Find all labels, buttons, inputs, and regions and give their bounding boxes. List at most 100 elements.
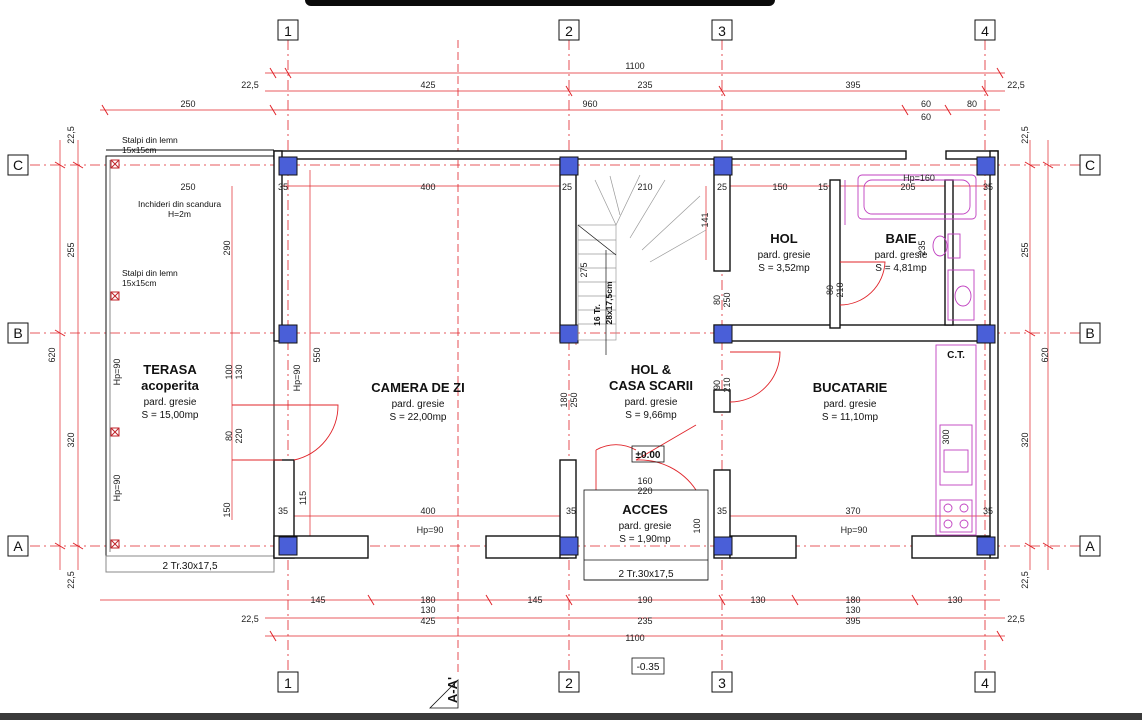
dim-h-150: 150 (222, 502, 232, 517)
note-stairs: 16 Tr. (592, 304, 602, 326)
room-living-name: CAMERA DE ZI (371, 380, 464, 395)
axis-label-top-3: 3 (718, 23, 726, 39)
dim-inner-160: 160 (637, 476, 652, 486)
dim-wall-35b: 35 (983, 182, 993, 192)
room-labels: TERASA acoperita pard. gresie S = 15,00m… (141, 231, 928, 545)
dim-hp-90-terrace-a: Hp=90 (112, 359, 122, 386)
dim-hp-90-living: Hp=90 (292, 365, 302, 392)
dim-bottom-130a: 130 (420, 605, 435, 615)
dim-inner-150: 150 (772, 182, 787, 192)
dim-h-80-210: 80210 (825, 282, 845, 297)
level-zero: ±0.00 (636, 450, 661, 461)
dim-bottom-edge-left: 22,5 (241, 614, 259, 624)
dim-inner-400b: 400 (420, 506, 435, 516)
dim-right-320: 320 (1020, 432, 1030, 447)
dim-edge-left: 22,5 (241, 80, 259, 90)
annotations: Stalpi din lemn 15x15cm Inchideri din sc… (122, 135, 965, 703)
axis-label-bottom-3: 3 (718, 675, 726, 691)
dim-edge-right: 22,5 (1007, 80, 1025, 90)
axis-label-top-1: 1 (284, 23, 292, 39)
dimension-lines (59, 72, 1049, 637)
dim-bottom-425: 425 (420, 616, 435, 626)
dim-h-80-220: 80220 (224, 428, 244, 443)
room-bath-area: S = 4,81mp (875, 263, 927, 274)
axis-label-right-c: C (1085, 157, 1095, 173)
dim-inner-15: 15 (818, 182, 828, 192)
dim-h-115: 115 (298, 491, 308, 505)
dim-bottom-180b: 180 (845, 595, 860, 605)
room-terrace-name-2: acoperita (141, 378, 200, 393)
dim-h-100-130: 100130 (224, 364, 244, 379)
dim-inner-210: 210 (637, 182, 652, 192)
dim-wall-35a: 35 (278, 182, 288, 192)
dim-wall-25b: 25 (717, 182, 727, 192)
dim-total-top: 1100 (625, 61, 644, 71)
room-hall-finish: pard. gresie (758, 250, 811, 261)
dim-right-22b: 22,5 (1020, 571, 1030, 589)
room-terrace-finish: pard. gresie (144, 397, 197, 408)
concrete-column (278, 156, 996, 556)
dim-hp-90-left: Hp=90 (417, 525, 444, 535)
dim-left-22a: 22,5 (66, 126, 76, 144)
room-hall-name: HOL (770, 231, 798, 246)
dim-left-320: 320 (66, 432, 76, 447)
dim-inner-220: 220 (637, 486, 652, 496)
wooden-post (110, 159, 120, 549)
axis-label-left-b: B (13, 325, 22, 341)
dim-80: 80 (967, 99, 977, 109)
level-minus: -0.35 (637, 662, 660, 673)
dim-h-550: 550 (312, 347, 322, 362)
room-stairhall-name-2: CASA SCARII (609, 378, 693, 393)
dim-hp-90-terrace-b: Hp=90 (112, 475, 122, 502)
axis-label-left-a: A (13, 538, 23, 554)
dim-inner-205: 205 (900, 182, 915, 192)
dim-left-620: 620 (47, 347, 57, 362)
top-window-bar (305, 0, 775, 6)
dim-h-90-210: 90210 (712, 377, 732, 392)
dim-inner-400a: 400 (420, 182, 435, 192)
dim-seg-1: 425 (420, 80, 435, 90)
dim-seg-2: 235 (637, 80, 652, 90)
dim-60b: 60 (921, 112, 931, 122)
room-terrace-area: S = 15,00mp (142, 410, 199, 421)
dim-h-235: 235 (917, 240, 927, 255)
dim-bottom-145a: 145 (310, 595, 325, 605)
dim-terrace-width: 250 (180, 99, 195, 109)
note-wooden-posts-2: Stalpi din lemn (122, 268, 178, 278)
dim-right-255: 255 (1020, 242, 1030, 257)
note-ct: C.T. (947, 350, 965, 361)
dim-h-141: 141 (700, 212, 710, 227)
room-stairhall-finish: pard. gresie (625, 397, 678, 408)
note-board-height: H=2m (168, 209, 191, 219)
dim-h-275: 275 (579, 262, 589, 277)
dim-inner-370: 370 (845, 506, 860, 516)
axis-label-top-4: 4 (981, 23, 989, 39)
dim-wall-35d: 35 (566, 506, 576, 516)
room-access-finish: pard. gresie (619, 521, 672, 532)
dim-hp-160: Hp=160 (903, 173, 935, 183)
dim-bottom-edge-right: 22,5 (1007, 614, 1025, 624)
kitchen-fixtures (935, 344, 977, 536)
dim-total-bottom: 1100 (625, 633, 644, 643)
room-stairhall-area: S = 9,66mp (625, 410, 677, 421)
room-living-finish: pard. gresie (392, 399, 445, 410)
dimension-labels: 1100 22,5 22,5 425 235 395 250 960 60 60… (47, 61, 1050, 643)
axis-label-right-a: A (1085, 538, 1095, 554)
axis-label-bottom-4: 4 (981, 675, 989, 691)
access-steps (583, 445, 709, 675)
dim-bottom-180a: 180 (420, 595, 435, 605)
dim-bottom-395: 395 (845, 616, 860, 626)
room-kitchen-area: S = 11,10mp (822, 412, 879, 423)
dim-wall-25a: 25 (562, 182, 572, 192)
dim-wall-35e: 35 (717, 506, 727, 516)
axis-label-left-c: C (13, 157, 23, 173)
axis-marker (7, 19, 1101, 693)
dim-bottom-130b: 130 (750, 595, 765, 605)
door-swing (232, 261, 886, 491)
dim-left-22b: 22,5 (66, 571, 76, 589)
room-kitchen-name: BUCATARIE (813, 380, 888, 395)
bottom-window-bar (0, 713, 1142, 720)
walls (273, 150, 999, 559)
dim-h-100: 100 (692, 518, 702, 533)
